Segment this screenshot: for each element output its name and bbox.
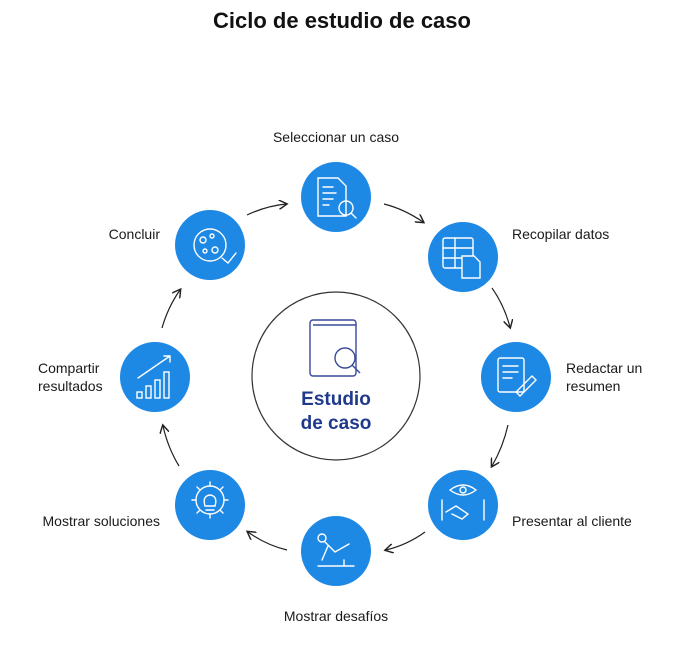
step-label-compartir-line1: Compartir xyxy=(38,360,100,376)
step-node-3 xyxy=(481,342,551,412)
arrow-seleccionar-to-recopilar xyxy=(383,203,423,222)
handshake-icon xyxy=(441,484,485,521)
step-label-redactar: Redactar un resumen xyxy=(566,359,642,395)
arrow-concluir-to-seleccionar xyxy=(246,204,286,216)
step-label-compartir-line2: resultados xyxy=(38,378,103,394)
gear-bulb-icon xyxy=(191,481,229,519)
step-label-presentar: Presentar al cliente xyxy=(512,513,632,529)
arrow-soluciones-to-compartir xyxy=(163,426,180,467)
arrow-recopilar-to-redactar xyxy=(491,287,510,327)
step-label-recopilar: Recopilar datos xyxy=(512,226,610,242)
step-label-redactar-line2: resumen xyxy=(566,378,621,394)
center-label: Estudio de caso xyxy=(256,388,416,436)
center-label-line1: Estudio xyxy=(301,389,371,410)
arrow-compartir-to-concluir xyxy=(161,290,180,329)
step-label-soluciones: Mostrar soluciones xyxy=(42,513,161,529)
arrow-redactar-to-presentar xyxy=(492,424,509,466)
step-label-concluir: Concluir xyxy=(108,226,160,242)
book-search-icon xyxy=(309,319,361,377)
step-label-desafios: Mostrar desafíos xyxy=(283,608,389,624)
arrow-presentar-to-desafios xyxy=(386,531,426,550)
step-label-seleccionar: Seleccionar un caso xyxy=(272,129,400,145)
step-node-8 xyxy=(175,210,245,280)
step-node-4 xyxy=(428,470,498,540)
step-label-compartir: Compartir resultados xyxy=(38,359,103,395)
bar-chart-growth-icon xyxy=(136,355,171,399)
arrow-desafios-to-soluciones xyxy=(248,532,288,551)
document-search-icon xyxy=(317,177,357,219)
spreadsheet-document-icon xyxy=(442,237,481,279)
person-obstacle-icon xyxy=(317,533,355,567)
step-node-7 xyxy=(120,342,190,412)
write-summary-icon xyxy=(497,357,537,397)
step-label-redactar-line1: Redactar un xyxy=(566,360,643,376)
step-node-6 xyxy=(175,470,245,540)
center-label-line2: de caso xyxy=(300,413,372,434)
step-node-1 xyxy=(301,162,371,232)
diagram-title: Ciclo de estudio de caso xyxy=(213,8,471,33)
petri-dish-icon xyxy=(193,228,237,264)
